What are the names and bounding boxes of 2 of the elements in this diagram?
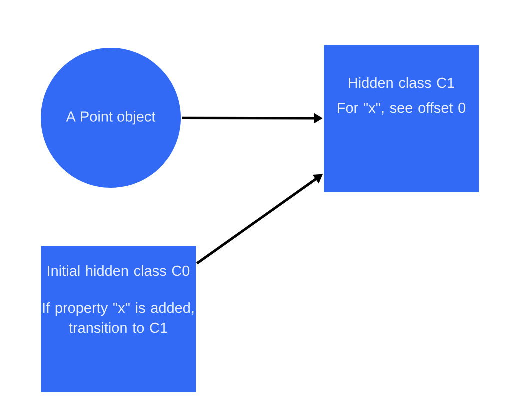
class-box: Hidden class C1 For "x", see offset 0 [324,45,480,192]
class-box: Initial hidden class C0 If property "x" is added, transition to C1 [41,246,196,392]
